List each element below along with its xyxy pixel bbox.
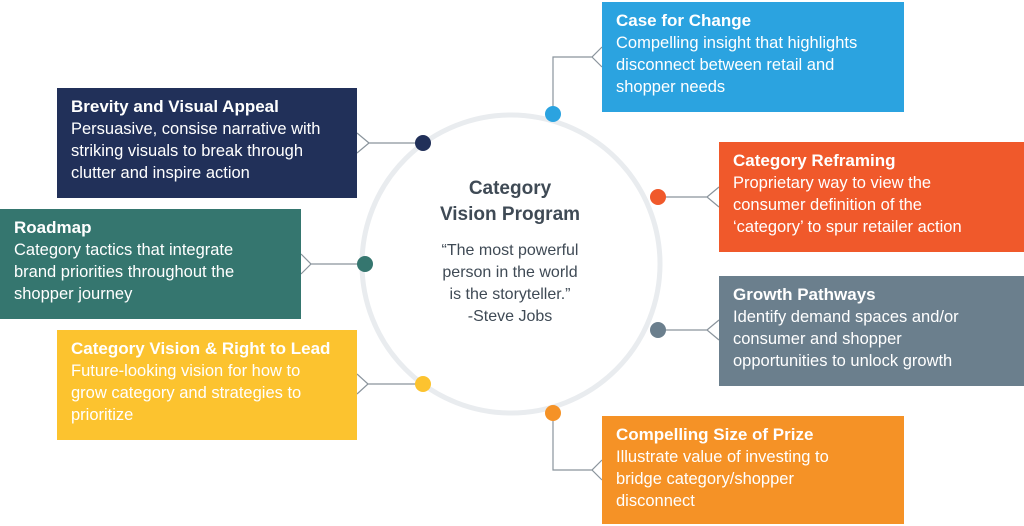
card-desc-line: Illustrate value of investing to xyxy=(616,448,829,466)
card-desc-line: shopper journey xyxy=(14,285,133,303)
connector-prize xyxy=(552,413,603,481)
node-dot-prize xyxy=(545,405,561,421)
card-desc-line: Compelling insight that highlights xyxy=(616,34,858,52)
card-compelling-size-of-prize: Compelling Size of Prize Illustrate valu… xyxy=(602,416,904,524)
card-title: Brevity and Visual Appeal xyxy=(71,97,279,116)
card-desc-line: ‘category’ to spur retailer action xyxy=(733,218,962,236)
card-desc-line: clutter and inspire action xyxy=(71,164,250,182)
connector-reframing xyxy=(658,186,720,208)
center-title-line: Vision Program xyxy=(439,204,581,225)
connector-vision xyxy=(356,373,423,395)
card-title: Compelling Size of Prize xyxy=(616,425,814,444)
quote-line: “The most powerful xyxy=(441,242,579,259)
card-desc-line: grow category and strategies to xyxy=(71,384,302,402)
card-desc-line: Future-looking vision for how to xyxy=(71,362,301,380)
card-desc-line: opportunities to unlock growth xyxy=(733,352,953,370)
card-desc-line: prioritize xyxy=(71,406,134,424)
card-title: Growth Pathways xyxy=(733,285,876,304)
quote-line: is the storyteller.” xyxy=(449,286,571,303)
card-title: Roadmap xyxy=(14,218,92,237)
card-desc-line: striking visuals to break through xyxy=(71,142,304,160)
node-dot-roadmap xyxy=(357,256,373,272)
node-dot-case xyxy=(545,106,561,122)
card-category-vision-right-to-lead: Category Vision & Right to Lead Future-l… xyxy=(57,330,357,440)
card-roadmap: Roadmap Category tactics that integrate … xyxy=(0,209,301,319)
center-title: Category Vision Program xyxy=(410,176,610,228)
card-desc-line: consumer and shopper xyxy=(733,330,902,348)
card-title: Case for Change xyxy=(616,11,752,30)
card-desc-line: shopper needs xyxy=(616,78,726,96)
card-brevity-visual-appeal: Brevity and Visual Appeal Persuasive, co… xyxy=(57,88,357,198)
card-desc-line: disconnect xyxy=(616,492,695,510)
connector-brevity xyxy=(356,132,423,154)
card-case-for-change: Case for Change Compelling insight that … xyxy=(602,2,904,112)
quote-line: person in the world xyxy=(442,264,578,281)
quote-author: -Steve Jobs xyxy=(467,308,553,325)
card-desc-line: consumer definition of the xyxy=(733,196,922,214)
card-category-reframing: Category Reframing Proprietary way to vi… xyxy=(719,142,1024,252)
card-title: Category Reframing xyxy=(733,151,896,170)
card-desc-line: Proprietary way to view the xyxy=(733,174,932,192)
card-desc-line: disconnect between retail and xyxy=(616,56,835,74)
connector-case xyxy=(552,46,603,113)
card-desc-line: Persuasive, consise narrative with xyxy=(71,120,321,138)
card-desc-line: brand priorities throughout the xyxy=(14,263,235,281)
connector-roadmap xyxy=(300,253,365,275)
card-title: Category Vision & Right to Lead xyxy=(71,339,331,358)
center-quote: “The most powerful person in the world i… xyxy=(410,240,610,328)
connector-growth xyxy=(658,319,720,341)
center-label: Category Vision Program “The most powerf… xyxy=(410,176,610,328)
card-growth-pathways: Growth Pathways Identify demand spaces a… xyxy=(719,276,1024,386)
card-desc-line: Category tactics that integrate xyxy=(14,241,234,259)
card-desc-line: Identify demand spaces and/or xyxy=(733,308,959,326)
node-dot-brevity xyxy=(415,135,431,151)
node-dot-reframing xyxy=(650,189,666,205)
node-dot-growth xyxy=(650,322,666,338)
center-title-line: Category xyxy=(468,178,552,199)
card-desc-line: bridge category/shopper xyxy=(616,470,794,488)
node-dot-vision xyxy=(415,376,431,392)
